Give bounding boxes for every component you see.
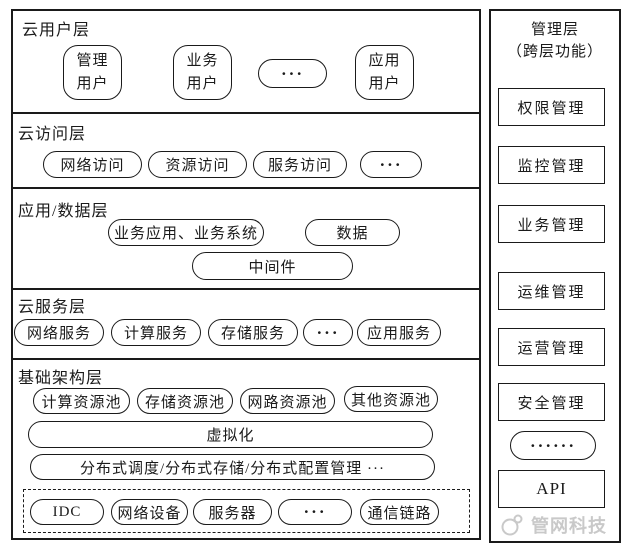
box-monitor-mgmt: 监控管理 xyxy=(498,146,605,184)
node-business-user-line2: 用户 xyxy=(186,75,219,92)
node-app-user: 应用 用户 xyxy=(355,45,414,100)
brand-watermark: 管网科技 xyxy=(500,512,607,538)
layer-title-cloud-user: 云用户层 xyxy=(22,22,91,39)
brand-name: 管网科技 xyxy=(531,516,607,536)
management-title-line2: （跨层功能） xyxy=(506,44,603,60)
node-users-ellipsis: ··· xyxy=(258,59,327,88)
node-service-ellipsis: ··· xyxy=(303,319,353,346)
box-permission-mgmt: 权限管理 xyxy=(498,88,605,126)
node-business-apps: 业务应用、业务系统 xyxy=(108,219,264,246)
layer-title-cloud-service: 云服务层 xyxy=(18,299,87,316)
node-app-service: 应用服务 xyxy=(357,319,441,346)
node-admin-user-line2: 用户 xyxy=(76,75,109,92)
node-storage-service: 存储服务 xyxy=(208,319,298,346)
brand-logo-icon xyxy=(501,514,523,536)
box-operation-mgmt: 运营管理 xyxy=(498,328,605,366)
node-access-ellipsis: ··· xyxy=(360,151,422,178)
divider-appdata-service xyxy=(13,288,479,290)
node-network-service: 网络服务 xyxy=(14,319,104,346)
node-virtualization: 虚拟化 xyxy=(28,421,433,448)
node-middleware: 中间件 xyxy=(192,252,353,280)
node-server: 服务器 xyxy=(193,499,272,525)
node-app-user-line1: 应用 xyxy=(368,53,401,69)
box-business-mgmt: 业务管理 xyxy=(498,205,605,243)
node-management-ellipsis: ······ xyxy=(510,431,596,460)
node-network-device: 网络设备 xyxy=(111,499,188,525)
node-business-user: 业务 用户 xyxy=(173,45,232,100)
management-title-line1: 管理层 xyxy=(530,22,579,38)
layer-stack-panel: 云用户层 管理 用户 业务 用户 ··· 应用 用户 云访问层 网络访问 资源访… xyxy=(11,9,481,540)
node-network-pool: 网路资源池 xyxy=(240,388,335,414)
node-network-access: 网络访问 xyxy=(43,151,142,178)
node-distributed-mgmt: 分布式调度/分布式存储/分布式配置管理 ··· xyxy=(30,454,435,480)
box-api: API xyxy=(498,470,605,508)
divider-user-access xyxy=(13,112,479,114)
node-compute-service: 计算服务 xyxy=(111,319,201,346)
node-admin-user: 管理 用户 xyxy=(63,45,122,100)
node-hardware-ellipsis: ··· xyxy=(278,499,352,525)
node-storage-pool: 存储资源池 xyxy=(137,388,233,414)
node-service-access: 服务访问 xyxy=(253,151,347,178)
node-admin-user-line1: 管理 xyxy=(76,53,109,69)
box-security-mgmt: 安全管理 xyxy=(498,383,605,421)
box-ops-maintenance-mgmt: 运维管理 xyxy=(498,272,605,310)
node-resource-access: 资源访问 xyxy=(148,151,247,178)
divider-access-appdata xyxy=(13,187,479,189)
node-other-pool: 其他资源池 xyxy=(344,386,438,412)
node-business-user-line1: 业务 xyxy=(186,53,219,69)
layer-title-cloud-access: 云访问层 xyxy=(18,126,87,143)
node-compute-pool: 计算资源池 xyxy=(33,388,130,414)
layer-title-app-data: 应用/数据层 xyxy=(18,203,109,220)
node-app-user-line2: 用户 xyxy=(368,75,401,92)
hardware-group-box xyxy=(23,489,470,533)
divider-service-infra xyxy=(13,358,479,360)
management-panel: 管理层 （跨层功能） 权限管理 监控管理 业务管理 运维管理 运营管理 安全管理… xyxy=(489,9,621,543)
layer-title-infrastructure: 基础架构层 xyxy=(18,370,104,387)
node-idc: IDC xyxy=(30,499,104,525)
node-data: 数据 xyxy=(305,219,400,246)
node-comm-link: 通信链路 xyxy=(360,499,439,525)
